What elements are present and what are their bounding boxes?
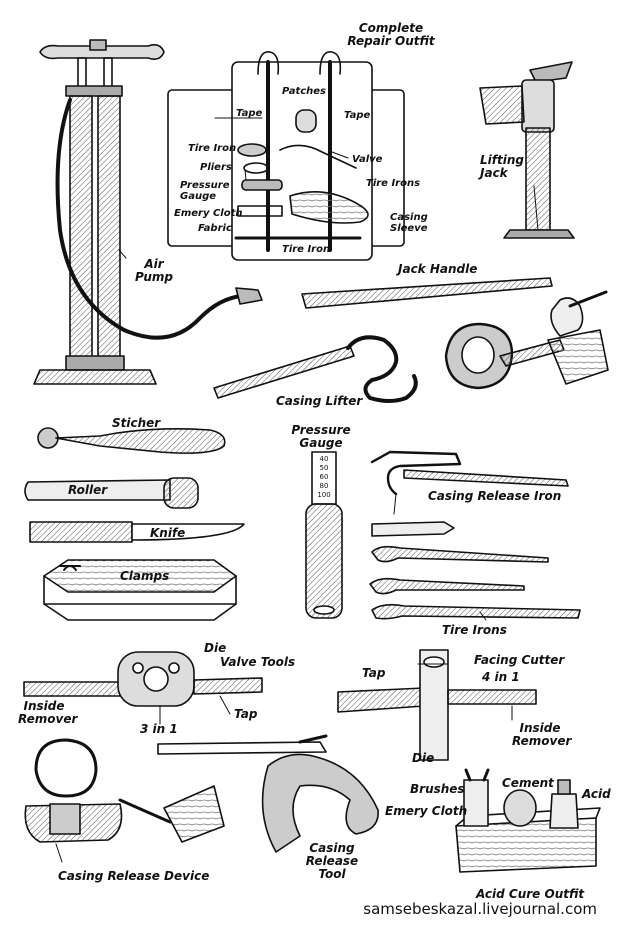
casing-lifter-drawing xyxy=(214,337,416,401)
complete-repair-outfit-label: Complete Repair Outfit xyxy=(347,21,435,48)
casing-release-device-label: Casing Release Device xyxy=(58,869,210,883)
jack-handle-drawing xyxy=(302,278,552,308)
watermark: samsebeskazal.livejournal.com xyxy=(363,900,597,918)
gauge-tick-80: 80 xyxy=(319,482,329,490)
gauge-tick-100: 100 xyxy=(317,491,331,499)
four-in-one-tool-drawing xyxy=(338,650,536,760)
tap-label-left: Tap xyxy=(234,707,258,721)
casing-release-tool-drawing xyxy=(158,736,378,852)
casing-lifter-label: Casing Lifter xyxy=(276,394,363,408)
air-pump-label: Air Pump xyxy=(134,257,173,284)
acid-cure-outfit-label: Acid Cure Outfit xyxy=(476,887,585,901)
valve-label: Valve xyxy=(352,154,383,165)
knife-label: Knife xyxy=(150,526,186,540)
casing-release-device-drawing xyxy=(25,740,224,842)
tire-iron-label-left: Tire Iron xyxy=(188,143,237,154)
emery-cloth-label: Emery Cloth xyxy=(385,804,468,818)
gauge-tick-50: 50 xyxy=(319,464,329,472)
sticher-label: Sticher xyxy=(112,416,161,430)
tap-label-right: Tap xyxy=(362,666,386,680)
lifting-jack-label: Lifting Jack xyxy=(480,153,524,180)
pressure-gauge-label: Pressure Gauge xyxy=(291,423,351,450)
knife-drawing xyxy=(30,522,244,542)
sticher-drawing xyxy=(38,428,225,453)
three-in-one-label: 3 in 1 xyxy=(140,722,178,736)
casing-release-tool-label: Casing Release Tool xyxy=(305,841,359,881)
tape-label-left: Tape xyxy=(236,108,263,119)
roller-drawing xyxy=(25,478,198,508)
inside-remover-label-right: Inside Remover xyxy=(512,721,572,748)
acid-label: Acid xyxy=(582,787,611,801)
casing-release-iron-label: Casing Release Iron xyxy=(428,489,562,503)
repair-outfit-drawing xyxy=(168,52,404,260)
tire-irons-label: Tire Irons xyxy=(442,623,507,637)
air-pump-drawing xyxy=(34,40,262,384)
pliers-label: Pliers xyxy=(200,162,232,173)
valve-tools-label: Valve Tools xyxy=(220,655,296,669)
pressure-gauge-outfit-label: Pressure Gauge xyxy=(180,180,230,202)
emery-cloth-outfit-label: Emery Cloth xyxy=(174,208,243,219)
brushes-label: Brushes xyxy=(410,782,465,796)
tire-tool-with-hand-drawing xyxy=(446,292,608,388)
cement-label: Cement xyxy=(502,776,554,790)
patches-label: Patches xyxy=(282,86,326,97)
die-label-left: Die xyxy=(204,641,227,655)
pressure-gauge-drawing xyxy=(306,452,342,618)
fabric-label: Fabric xyxy=(198,223,232,234)
clamps-drawing xyxy=(44,560,236,620)
tire-iron-label-bottom: Tire Iron xyxy=(282,244,331,255)
casing-release-iron-drawing xyxy=(372,452,568,494)
facing-cutter-label: Facing Cutter xyxy=(474,653,565,667)
roller-label: Roller xyxy=(68,483,108,497)
casing-sleeve-label: Casing Sleeve xyxy=(390,212,428,234)
leader-lines xyxy=(56,118,538,862)
lifting-jack-drawing xyxy=(480,62,574,238)
clamps-label: Clamps xyxy=(120,569,170,583)
gauge-tick-60: 60 xyxy=(319,473,329,481)
four-in-one-label: 4 in 1 xyxy=(482,670,520,684)
jack-handle-label: Jack Handle xyxy=(398,262,478,276)
tire-irons-outfit-label: Tire Irons xyxy=(366,178,421,189)
acid-cure-outfit-drawing xyxy=(456,770,600,872)
tire-irons-drawing xyxy=(370,522,580,619)
three-in-one-tool-drawing xyxy=(24,652,262,706)
gauge-scale: 40 50 60 80 100 xyxy=(314,455,334,500)
tape-label-right: Tape xyxy=(344,110,371,121)
gauge-tick-40: 40 xyxy=(319,455,329,463)
die-label-right: Die xyxy=(412,751,435,765)
inside-remover-label-left: Inside Remover xyxy=(18,699,78,726)
